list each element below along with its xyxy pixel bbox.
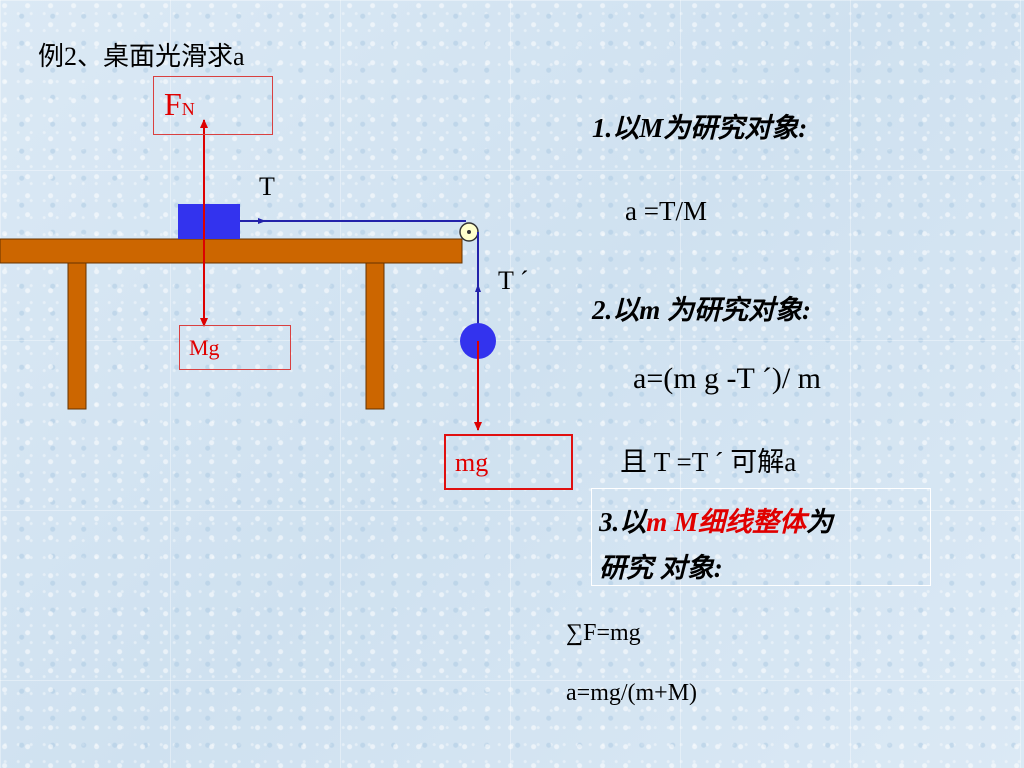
fn-label-box bbox=[153, 76, 273, 135]
step3-equation-sum: ∑F=mg bbox=[566, 620, 641, 646]
step2-equation: a=(m g -T ´)/ m bbox=[633, 362, 821, 395]
weight-m-label-box bbox=[444, 434, 573, 490]
step1-equation: a =T/M bbox=[625, 196, 707, 226]
weight-M-label-box bbox=[179, 325, 291, 370]
step3-box bbox=[591, 488, 931, 586]
weight-M-label: Mg bbox=[189, 335, 220, 360]
step2-note: 且 T =T ´ 可解a bbox=[620, 447, 797, 477]
fn-sub: N bbox=[181, 99, 195, 119]
step3-highlight: m M细线整体 bbox=[646, 507, 807, 537]
step3-heading: 3.以m M细线整体为 bbox=[599, 500, 833, 539]
step3-tail: 为 bbox=[806, 507, 834, 537]
step3-equation-result: a=mg/(m+M) bbox=[566, 680, 698, 706]
fn-main: F bbox=[164, 86, 182, 122]
step2-heading: 2.以m 为研究对象: bbox=[592, 295, 811, 325]
table-top bbox=[0, 238, 463, 264]
step3-heading-line2: 研究 对象: bbox=[599, 553, 723, 583]
pulley-axle bbox=[467, 230, 471, 234]
step3-num: 3.以 bbox=[599, 507, 647, 537]
weight-m-label: mg bbox=[455, 448, 489, 477]
table-leg-left bbox=[67, 262, 87, 410]
tension-label-side: T ´ bbox=[498, 266, 529, 295]
block-M bbox=[178, 204, 240, 239]
normal-force-label: FN bbox=[164, 86, 195, 127]
tension-label-top: T bbox=[259, 172, 275, 201]
step1-heading: 1.以M为研究对象: bbox=[592, 113, 808, 143]
page-title: 例2、桌面光滑求a bbox=[38, 42, 245, 71]
table-leg-right bbox=[365, 262, 385, 410]
